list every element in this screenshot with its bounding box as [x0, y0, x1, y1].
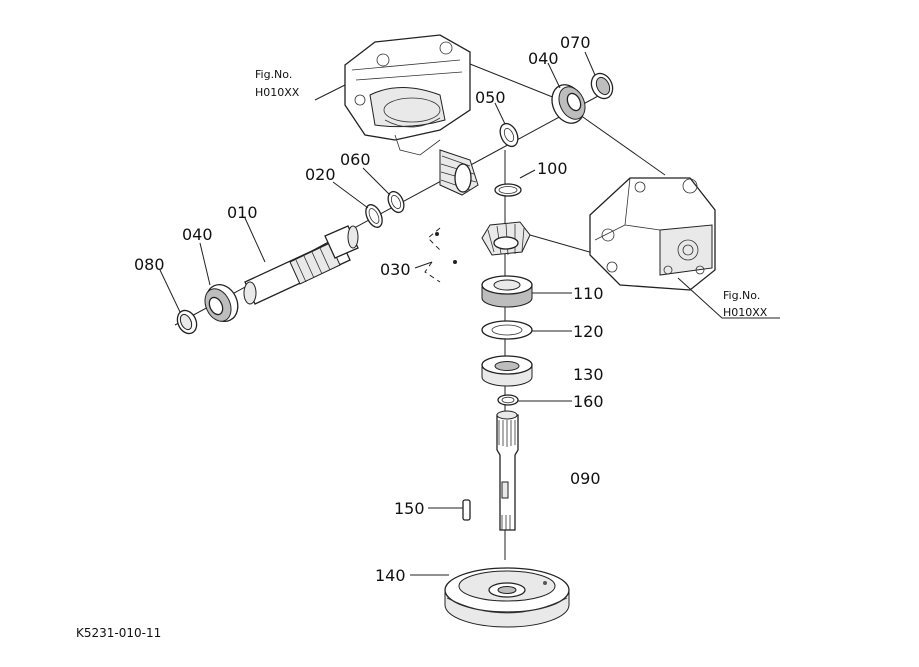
part-020-collar — [365, 204, 383, 228]
fig-ref-right-label: Fig.No. — [723, 289, 760, 302]
callout-leader-lines — [159, 51, 780, 576]
callout-labels: 010 020 030 040 040 050 060 070 080 090 … — [134, 33, 604, 585]
callout-060: 060 — [340, 150, 371, 169]
callout-130: 130 — [573, 365, 604, 384]
right-gear-case-housing — [589, 177, 716, 291]
fig-ref-top-left-number: H010XX — [255, 86, 300, 99]
callout-080: 080 — [134, 255, 165, 274]
fig-ref-right: Fig.No. H010XX — [723, 289, 768, 319]
part-130-oil-seal — [481, 355, 533, 387]
fig-ref-right-number: H010XX — [723, 306, 768, 319]
callout-030: 030 — [380, 260, 411, 279]
callout-120: 120 — [573, 322, 604, 341]
part-030-bevel-gear-vertical — [481, 221, 531, 256]
part-040-top-bearing — [551, 84, 586, 124]
part-100-circlip — [494, 183, 522, 197]
part-010-input-shaft — [243, 225, 359, 305]
callout-010: 010 — [227, 203, 258, 222]
callout-150: 150 — [394, 499, 425, 518]
callout-090: 090 — [570, 469, 601, 488]
callout-110: 110 — [573, 284, 604, 303]
document-id: K5231-010-11 — [76, 626, 161, 640]
part-050-washer — [499, 122, 519, 148]
callout-160: 160 — [573, 392, 604, 411]
callout-020: 020 — [305, 165, 336, 184]
part-060-shim — [387, 190, 405, 214]
part-160-circlip — [497, 394, 519, 406]
fig-ref-top-left-label: Fig.No. — [255, 68, 292, 81]
callout-100: 100 — [537, 159, 568, 178]
part-080-oil-seal — [176, 309, 198, 335]
callout-040-left: 040 — [182, 225, 213, 244]
fig-ref-top-left: Fig.No. H010XX — [255, 68, 300, 99]
part-030-bevel-gear-horizontal — [439, 149, 479, 196]
callout-050: 050 — [475, 88, 506, 107]
part-070-oil-seal — [590, 72, 614, 100]
part-110-bearing — [481, 275, 533, 308]
part-040-left-bearing — [204, 284, 239, 322]
part-140-pulley — [444, 567, 570, 628]
part-090-output-shaft — [496, 410, 519, 531]
part-120-shim-ring — [481, 320, 533, 340]
upper-gear-case-housing — [344, 34, 471, 156]
callout-040-top: 040 — [528, 49, 559, 68]
part-150-key — [462, 499, 471, 521]
callout-140: 140 — [375, 566, 406, 585]
callout-070: 070 — [560, 33, 591, 52]
